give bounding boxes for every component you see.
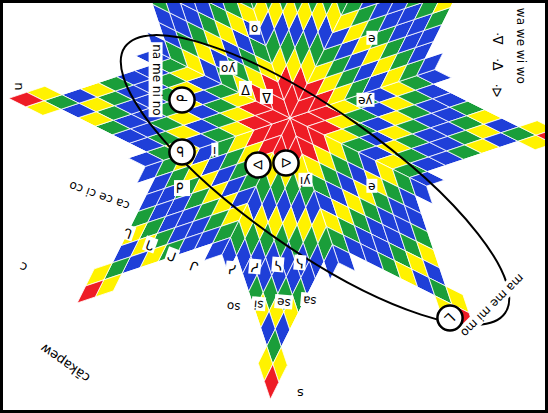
- syllable-label: so: [225, 298, 244, 313]
- syllable-label: e: [366, 179, 377, 193]
- syllable-label: ᐧᐁ: [489, 30, 504, 46]
- syllable-label: wa we wi wo: [513, 6, 527, 86]
- syllable-text: ᐅ: [253, 157, 264, 173]
- circle-outline: [432, 300, 468, 336]
- star-diamond: [9, 92, 44, 107]
- syllable-label: ᓭ: [271, 256, 284, 272]
- syllable-label: ᓇ: [174, 180, 190, 196]
- syllable-label: yi: [298, 173, 312, 187]
- syllable-label: ᐧᐅ: [489, 81, 504, 98]
- syllable-label: yo: [219, 61, 237, 75]
- syllable-label: ᓴ: [293, 254, 306, 270]
- syllable-label: ᐁ: [239, 81, 252, 96]
- star-shape: [9, 0, 548, 399]
- syllable-label: ᒉ: [142, 235, 159, 253]
- highlight-ellipse: [85, 0, 545, 370]
- syllable-label: c: [16, 257, 32, 275]
- syllable-label: ᓱ: [225, 260, 238, 276]
- syllable-label: o: [249, 21, 260, 35]
- syllable-text: ᐊ: [281, 155, 292, 171]
- syllable-label: si: [252, 297, 267, 312]
- circled-syllable: ᐅ: [244, 151, 272, 179]
- syllable-label: sa: [301, 292, 320, 307]
- star-diamond: [264, 364, 279, 399]
- circled-syllable: ᓀ: [168, 86, 196, 114]
- syllable-label: ᐃ: [260, 89, 273, 104]
- syllable-label: na me ni no: [149, 42, 163, 117]
- syllable-label: ᒋ: [164, 246, 181, 264]
- syllable-label: ᐧᐃ: [489, 56, 504, 72]
- syllable-label: ye: [356, 93, 374, 107]
- star-diamond: [135, 0, 158, 22]
- syllable-label: ca ce ci co: [66, 177, 134, 213]
- syllable-label: n: [11, 80, 26, 92]
- star-diamond: [77, 280, 104, 303]
- syllable-label: ᒍ: [186, 256, 203, 274]
- circle-outline: [169, 139, 194, 164]
- syllable-label: ᒐ: [120, 223, 137, 241]
- syllable-label: s: [295, 385, 306, 400]
- syllable-text: ᓂ: [174, 146, 190, 158]
- circle-outline: [273, 150, 298, 175]
- circled-syllable: ᓂ: [168, 138, 196, 166]
- syllable-label: cākapew: [37, 338, 96, 385]
- syllable-label: i: [211, 143, 218, 157]
- syllable-label: ma me mi mo: [456, 269, 528, 341]
- syllable-text: ᓀ: [176, 92, 188, 108]
- circle-outline: [245, 152, 270, 177]
- syllable-label: e: [366, 31, 377, 45]
- syllable-label: se: [275, 294, 294, 309]
- circled-syllable: ᐊ: [272, 149, 300, 177]
- circle-outline: [169, 87, 194, 112]
- syllable-label: ᓯ: [248, 258, 261, 274]
